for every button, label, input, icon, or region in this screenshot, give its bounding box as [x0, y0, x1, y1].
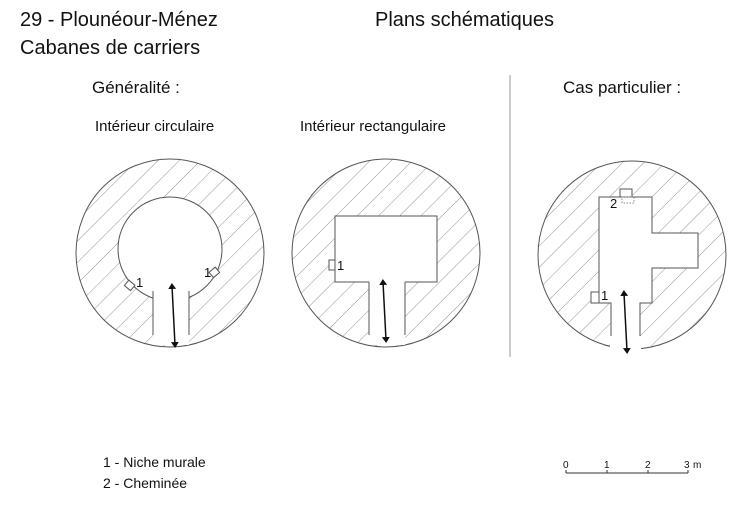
subject-title: Cabanes de carriers: [20, 37, 201, 59]
niche-label: 1: [337, 258, 345, 273]
location-title: 29 - Plounéour-Ménez: [20, 9, 218, 31]
entrance-arrow: [379, 279, 390, 343]
entrance-arrow: [620, 290, 631, 354]
plan-particular: [537, 160, 727, 354]
chimney-label: 2: [610, 196, 618, 211]
niche-marker: [590, 291, 600, 304]
scale-unit: m: [693, 460, 702, 471]
niche-marker: [328, 259, 336, 271]
general-heading: Généralité :: [92, 78, 180, 97]
niche-marker: [208, 266, 221, 279]
plan-label-rectangular: Intérieur rectangulaire: [300, 118, 446, 135]
niche-label: 1: [204, 265, 212, 280]
scale-tick-label: 2: [645, 460, 651, 471]
scale-tick-label: 0: [563, 460, 569, 471]
legend-item: 1 - Niche murale: [103, 454, 206, 470]
entrance-arrow: [168, 283, 179, 348]
plan-rectangular: [291, 158, 481, 348]
niche-label: 1: [601, 288, 609, 303]
legend-item: 2 - Cheminée: [103, 475, 188, 491]
particular-heading: Cas particulier :: [563, 78, 682, 97]
scale-tick-label: 1: [604, 460, 610, 471]
page-title: Plans schématiques: [375, 9, 554, 31]
scale-tick-label: 3: [684, 460, 690, 471]
plan-circular: [75, 158, 265, 348]
chimney-marker: [619, 188, 633, 198]
niche-label: 1: [136, 275, 144, 290]
niche-marker: [123, 279, 136, 292]
plan-label-circular: Intérieur circulaire: [95, 118, 215, 135]
scale-bar: [565, 470, 689, 474]
